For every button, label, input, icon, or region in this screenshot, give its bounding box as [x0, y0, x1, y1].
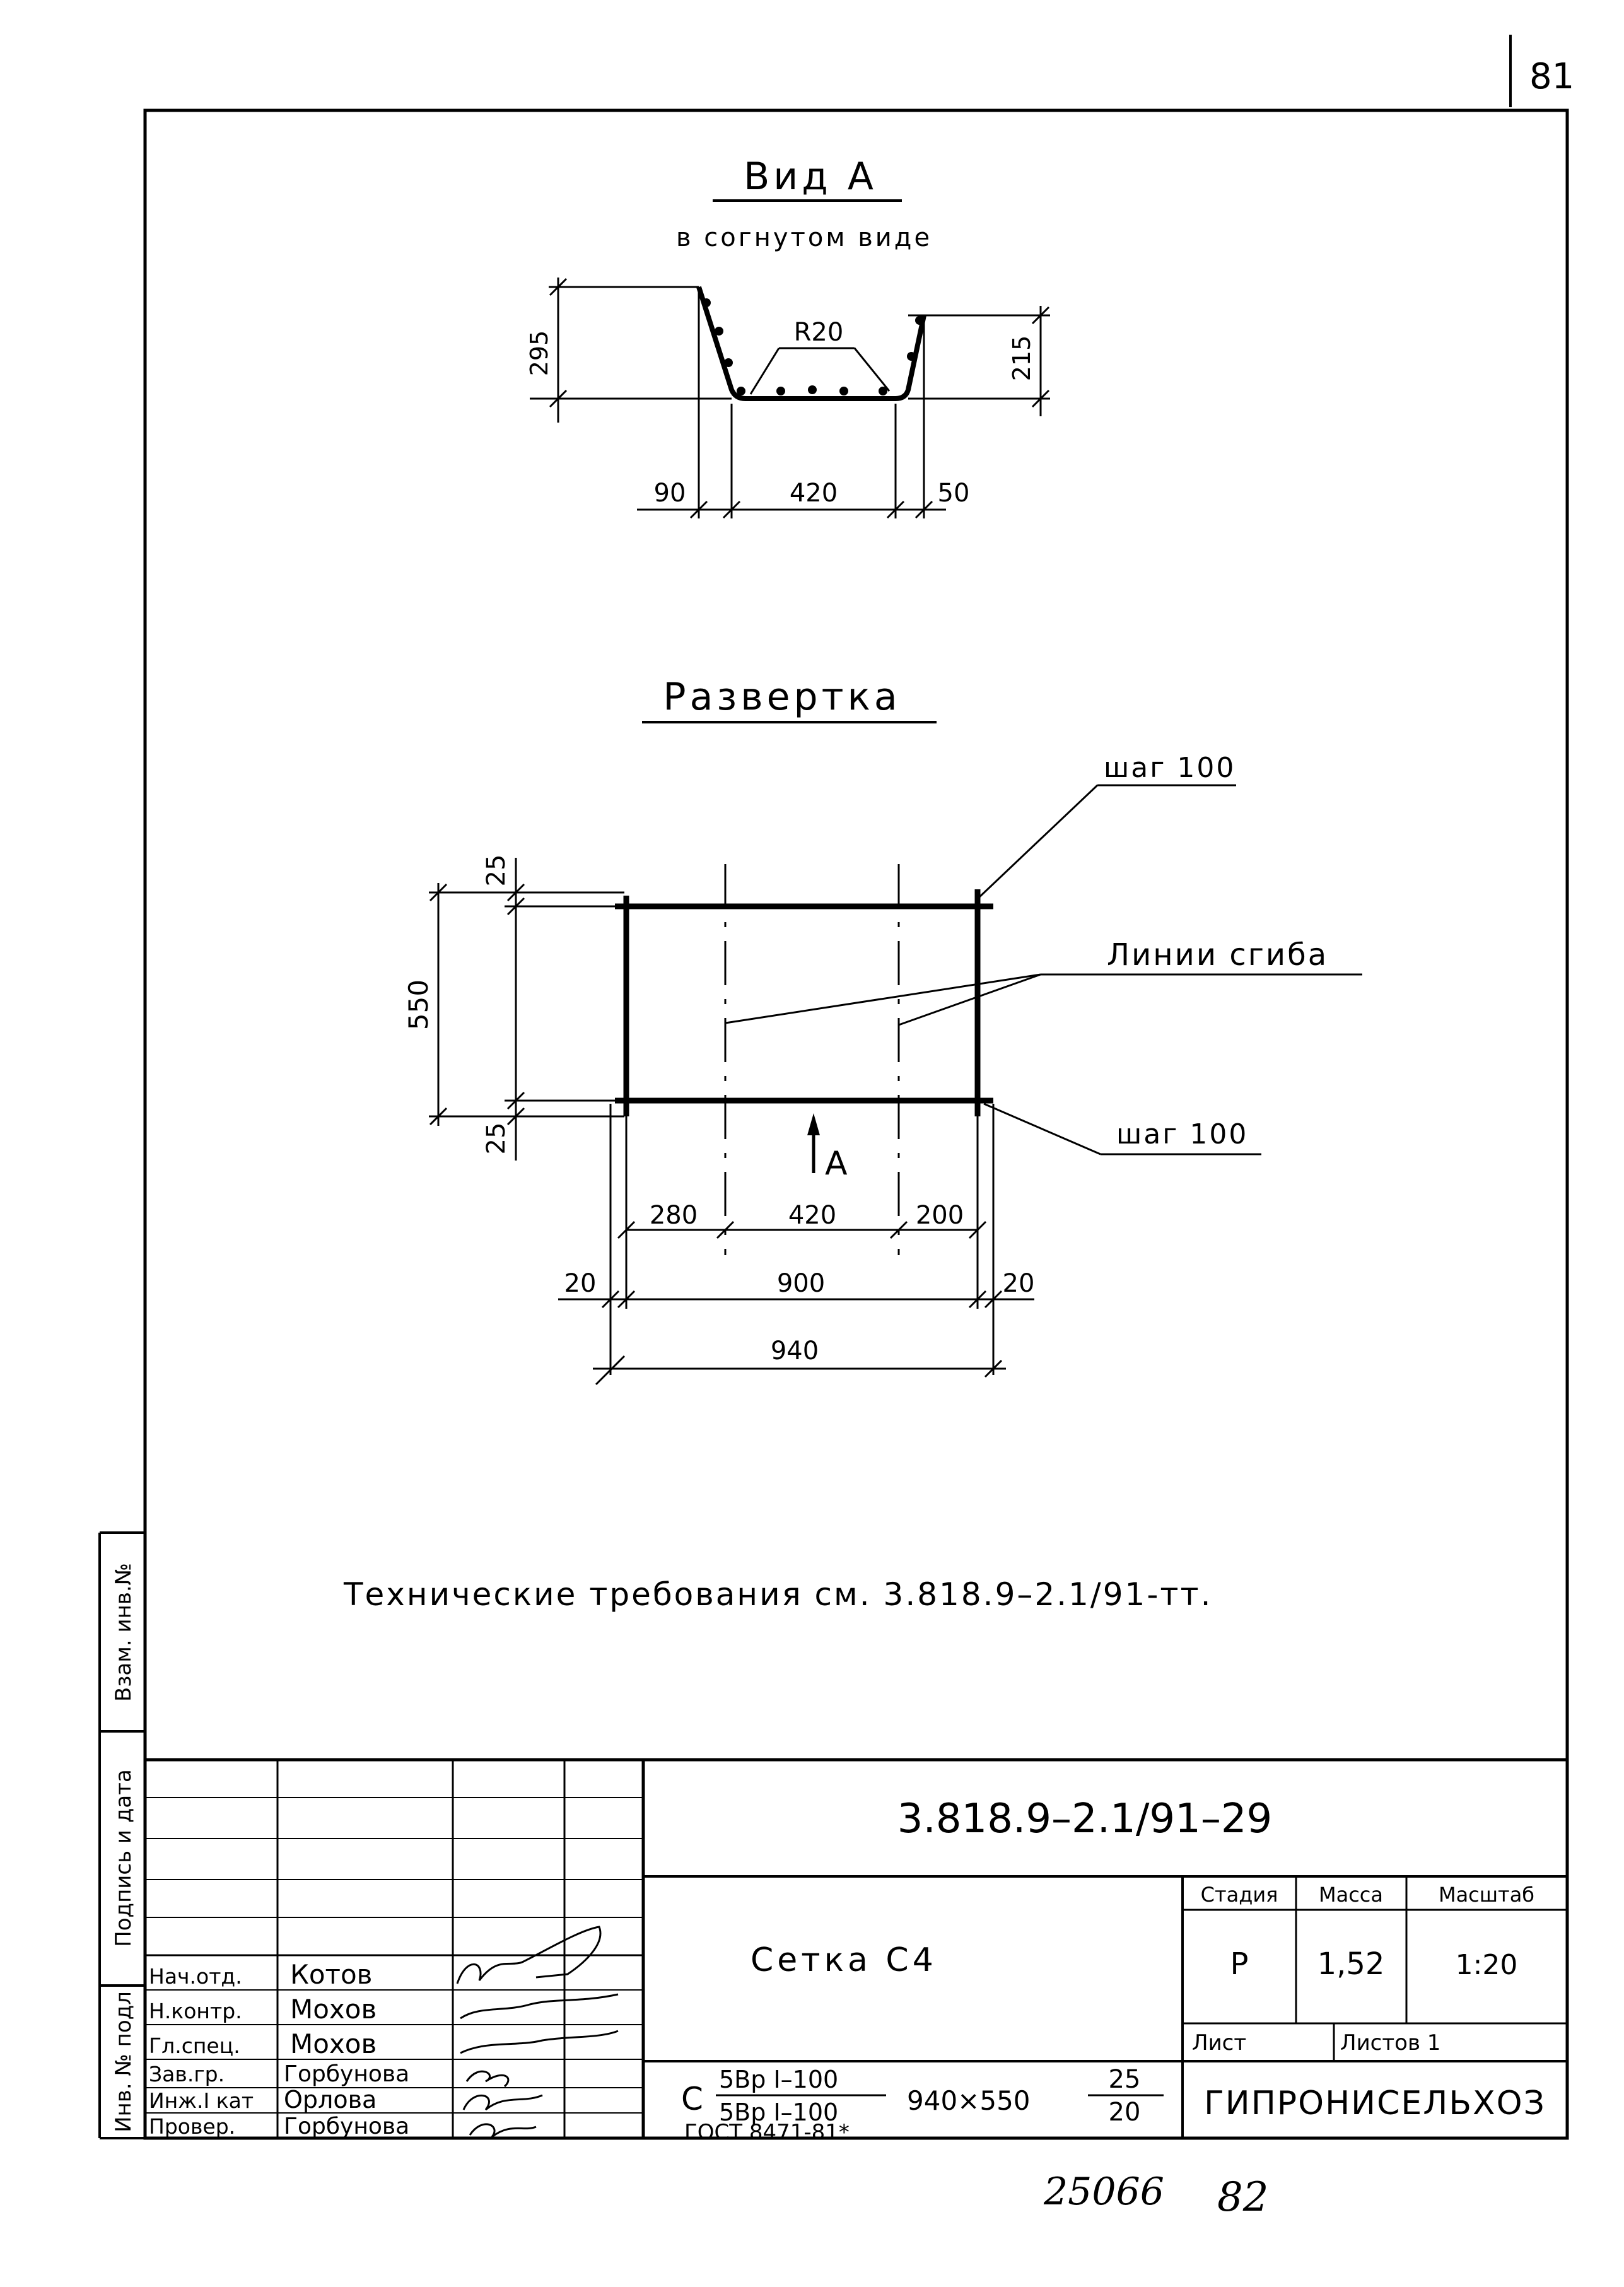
archive-number: 25066: [1043, 2170, 1164, 2214]
development-left-overhang: 20: [564, 1269, 597, 1298]
side-stamp-inv-orig: Инв. № подл: [111, 1991, 136, 2132]
page-number: 81: [1529, 56, 1574, 97]
view-a-right-dim-lines: [908, 306, 1050, 416]
role-6: Провер.: [149, 2114, 235, 2139]
spec-numerator: 5Вр I–100: [719, 2066, 838, 2093]
fold-leader-1: [725, 973, 1041, 1024]
spec-prefix: С: [681, 2081, 703, 2117]
step-top-leader: [976, 784, 1099, 900]
tech-requirements: Технические требования см. 3.818.9–2.1/9…: [343, 1576, 1213, 1613]
spec-frac-den: 20: [1109, 2098, 1141, 2127]
development-seg1: 280: [650, 1201, 698, 1230]
name-2: Мохов: [290, 1994, 377, 2025]
mass-value: 1,52: [1317, 1946, 1385, 1982]
scale-value: 1:20: [1456, 1949, 1518, 1981]
fold-lines-label: Линии сгиба: [1107, 937, 1328, 973]
name-3: Мохов: [290, 2028, 377, 2059]
step-bottom-label: шаг 100: [1116, 1118, 1248, 1150]
scale-label: Масштаб: [1439, 1883, 1534, 1907]
handwritten-page: 82: [1217, 2174, 1268, 2221]
view-arrow-label: А: [825, 1145, 848, 1183]
side-stamp-inv-replace: Взам. инв.№: [111, 1563, 136, 1702]
role-4: Зав.гр.: [149, 2062, 225, 2086]
doc-code: 3.818.9–2.1/91–29: [897, 1796, 1273, 1842]
development-height: 550: [403, 980, 434, 1030]
view-a-bottom-dim-lines: [637, 287, 946, 519]
development-top-margin: 25: [482, 855, 511, 887]
spec-denominator: 5Вр I–100: [719, 2098, 838, 2126]
development-bottom-dim-lines: [558, 1104, 1034, 1386]
development-seg3: 200: [916, 1201, 964, 1230]
view-a-dim-left: 90: [654, 479, 686, 508]
title-block-grid: [145, 1758, 1567, 2138]
view-a-dim-middle: 420: [790, 479, 838, 508]
development-inner-width: 900: [777, 1269, 825, 1298]
role-1: Нач.отд.: [149, 1964, 242, 1989]
role-3: Гл.спец.: [149, 2033, 240, 2058]
item-name: Сетка С4: [751, 1941, 937, 1979]
view-a-left-height: 295: [525, 330, 553, 377]
name-5: Орлова: [284, 2086, 377, 2114]
organization: ГИПРОНИСЕЛЬХОЗ: [1204, 2085, 1546, 2122]
mass-label: Масса: [1319, 1883, 1383, 1907]
sheets-label: Листов 1: [1340, 2030, 1440, 2056]
stage-value: Р: [1230, 1946, 1249, 1982]
fold-leader-2: [898, 973, 1041, 1026]
development-left-dim-lines: [429, 858, 624, 1161]
view-a-right-height: 215: [1008, 336, 1036, 382]
development-title: Развертка: [663, 675, 901, 719]
view-a-title: Вид А: [744, 155, 877, 199]
sheet-label: Лист: [1192, 2030, 1246, 2056]
drawing-frame: [143, 108, 1569, 2140]
spec-frac-num: 25: [1109, 2065, 1141, 2094]
name-1: Котов: [290, 1959, 372, 1990]
view-a-subtitle: в согнутом виде: [676, 223, 932, 252]
name-6: Горбунова: [284, 2114, 409, 2139]
mesh-development-outline: [615, 889, 993, 1116]
fold-lines: [724, 864, 900, 1255]
step-top-label: шаг 100: [1104, 752, 1236, 784]
role-5: Инж.I кат: [149, 2088, 254, 2113]
gost-reference: ГОСТ 8471-81*: [684, 2120, 850, 2145]
stage-label: Стадия: [1201, 1883, 1278, 1907]
role-2: Н.контр.: [149, 1999, 242, 2023]
view-a-dim-right: 50: [938, 479, 970, 508]
signatures: [456, 1926, 619, 2138]
view-arrow-head: [807, 1113, 820, 1135]
development-seg2: 420: [788, 1201, 836, 1230]
side-stamp-sign-date: Подпись и дата: [111, 1769, 136, 1947]
step-bottom-leader: [983, 1103, 1101, 1155]
development-bottom-margin: 25: [482, 1123, 511, 1155]
bent-mesh-profile: [696, 286, 926, 401]
name-4: Горбунова: [284, 2061, 409, 2087]
spec-size: 940×550: [907, 2085, 1031, 2116]
side-stamp-lines: [98, 1531, 145, 2139]
development-total-width: 940: [771, 1337, 819, 1366]
development-right-overhang: 20: [1003, 1269, 1035, 1298]
view-a-radius: R20: [794, 318, 844, 347]
